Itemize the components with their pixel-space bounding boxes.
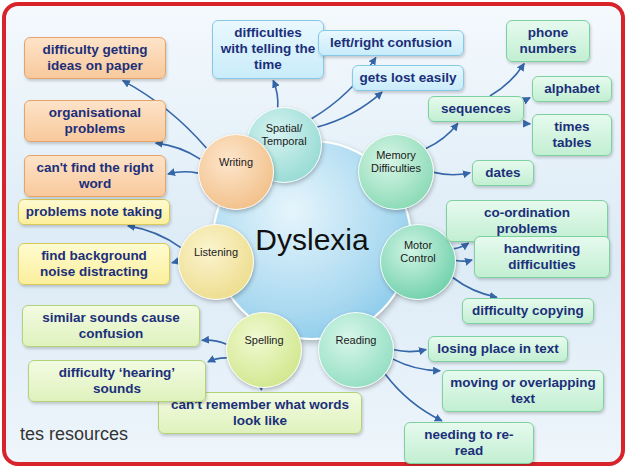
- node-text: Dyslexia: [255, 223, 368, 257]
- node-text: difficulty copying: [472, 303, 584, 319]
- node-text: organisational problems: [31, 105, 159, 137]
- symptom-box: moving or overlapping text: [442, 370, 604, 412]
- symptom-box: losing place in text: [428, 336, 568, 362]
- node-text: Writing: [219, 156, 253, 169]
- symptom-box: difficulty copying: [462, 298, 594, 324]
- connector-arrow: [394, 350, 426, 352]
- watermark: tes resources: [20, 424, 128, 445]
- symptom-box: needing to re-read: [404, 422, 534, 464]
- connector-arrow: [208, 358, 227, 362]
- node-text: Listening: [194, 246, 238, 259]
- symptom-box: find background noise distracting: [18, 243, 170, 285]
- node-text: losing place in text: [437, 341, 559, 357]
- category-circle: Writing: [198, 134, 274, 210]
- node-text: Reading: [336, 334, 377, 347]
- connector-arrow: [434, 172, 470, 174]
- node-text: co-ordination problems: [453, 205, 601, 237]
- node-text: sequences: [441, 101, 511, 117]
- connector-arrow: [426, 123, 458, 148]
- connector-arrow: [317, 92, 382, 127]
- symptom-box: difficulty ‘hearing’ sounds: [28, 360, 206, 402]
- connector-arrow: [202, 340, 227, 344]
- symptom-box: can't find the right word: [24, 155, 166, 197]
- connector-arrow: [168, 172, 198, 174]
- category-circle: Spelling: [226, 312, 302, 388]
- symptom-box: times tables: [532, 114, 612, 156]
- connector-arrow: [456, 260, 472, 261]
- connector-arrow: [524, 122, 530, 124]
- symptom-box: problems note taking: [18, 199, 170, 225]
- node-text: difficulties with telling the time: [219, 25, 317, 74]
- connector-arrow: [273, 81, 278, 108]
- symptom-box: sequences: [428, 96, 524, 122]
- node-text: Motor Control: [387, 239, 449, 264]
- symptom-box: handwriting difficulties: [474, 236, 610, 278]
- node-text: dates: [485, 165, 520, 181]
- node-text: alphabet: [544, 81, 600, 97]
- connector-arrow: [453, 278, 497, 298]
- connector-arrow: [490, 64, 524, 96]
- node-text: Spelling: [244, 334, 283, 347]
- symptom-box: left/right confusion: [318, 30, 464, 56]
- connector-arrow: [454, 243, 469, 249]
- node-text: needing to re-read: [411, 427, 527, 459]
- connector-arrow: [261, 388, 263, 390]
- node-text: difficulty ‘hearing’ sounds: [35, 365, 199, 397]
- node-text: find background noise distracting: [25, 248, 163, 280]
- node-text: problems note taking: [26, 204, 163, 220]
- node-text: times tables: [539, 119, 605, 151]
- symptom-box: alphabet: [532, 76, 612, 102]
- symptom-box: similar sounds cause confusion: [22, 305, 200, 347]
- node-text: left/right confusion: [330, 35, 452, 51]
- node-text: difficulty getting ideas on paper: [31, 42, 159, 74]
- symptom-box: phone numbers: [506, 20, 590, 62]
- connector-arrow: [524, 98, 530, 99]
- node-text: Memory Difficulties: [365, 149, 427, 174]
- symptom-box: difficulty getting ideas on paper: [24, 37, 166, 79]
- node-text: phone numbers: [513, 25, 583, 57]
- category-circle: Memory Difficulties: [358, 134, 434, 210]
- category-circle: Reading: [318, 312, 394, 388]
- node-text: can't find the right word: [31, 160, 159, 192]
- symptom-box: organisational problems: [24, 100, 166, 142]
- node-text: handwriting difficulties: [481, 241, 603, 273]
- symptom-box: dates: [472, 160, 534, 186]
- symptom-box: gets lost easily: [352, 65, 464, 91]
- symptom-box: difficulties with telling the time: [212, 20, 324, 79]
- category-circle: Motor Control: [380, 224, 456, 300]
- node-text: gets lost easily: [360, 70, 457, 86]
- node-text: similar sounds cause confusion: [29, 310, 193, 342]
- connector-arrow: [385, 374, 442, 421]
- node-text: moving or overlapping text: [449, 375, 597, 407]
- category-circle: Listening: [178, 224, 254, 300]
